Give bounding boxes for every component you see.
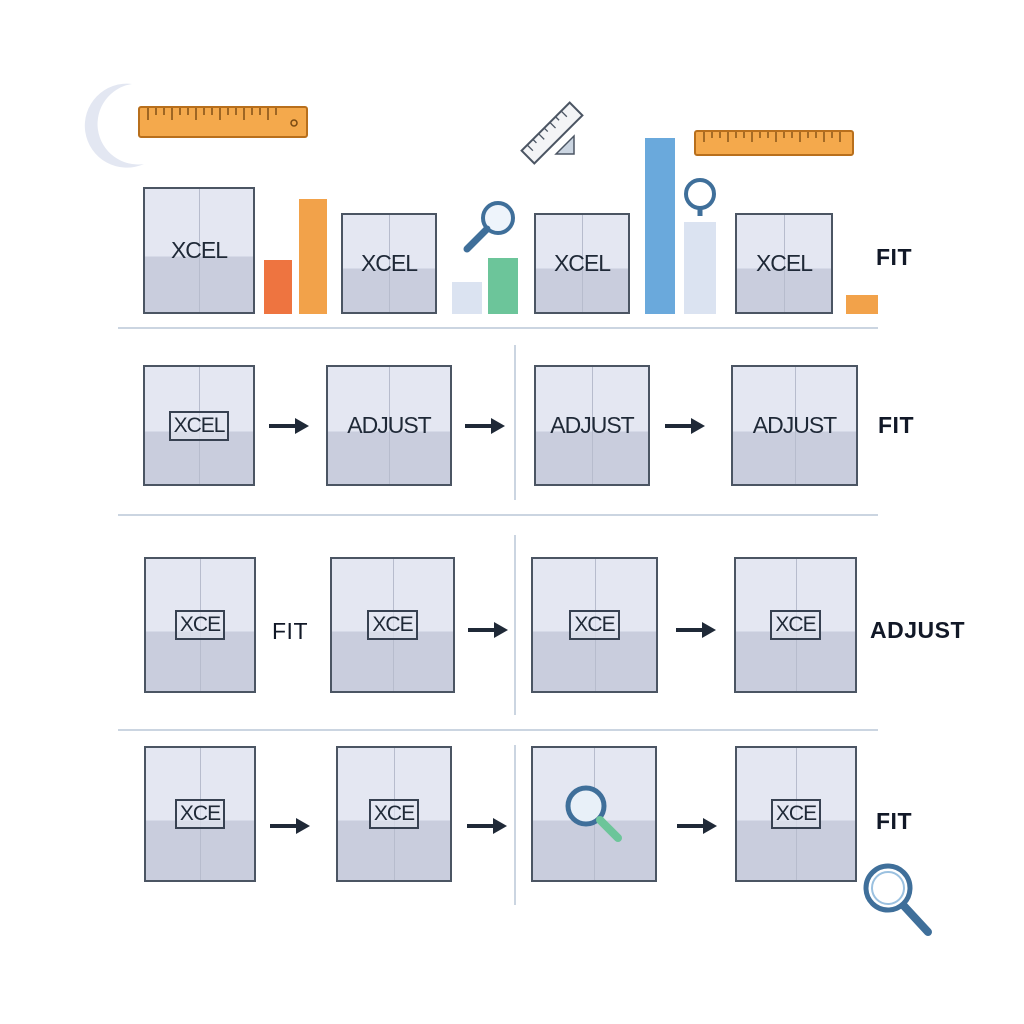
- xce-cell: XCE: [330, 557, 455, 693]
- arrow-icon: [270, 818, 310, 834]
- xcel-cell: XCEL: [341, 213, 437, 314]
- xce-cell: XCE: [144, 746, 256, 882]
- cell-label: ADJUST: [347, 412, 431, 438]
- bar-pale-blue: [684, 222, 716, 314]
- xce-cell: XCE: [734, 557, 857, 693]
- fit-label: FIT: [876, 244, 912, 270]
- cell-label: XCEL: [553, 250, 611, 276]
- adjust-label: ADJUST: [870, 617, 966, 643]
- bar-blue: [645, 138, 675, 314]
- magnifier-cell: [531, 746, 657, 882]
- adjust-cell: ADJUST: [731, 365, 858, 486]
- crescent-icon: [84, 83, 144, 168]
- cell-label: XCE: [368, 799, 420, 829]
- xcel-cell: XCEL: [735, 213, 833, 314]
- ruler-icon: [694, 130, 854, 156]
- cell-label: XCE: [770, 610, 821, 640]
- xce-cell: XCE: [531, 557, 658, 693]
- bar-orange: [299, 199, 327, 314]
- cell-label: XCE: [770, 799, 822, 829]
- adjust-cell: ADJUST: [534, 365, 650, 486]
- column-divider: [514, 745, 516, 905]
- cell-label: ADJUST: [550, 412, 634, 438]
- row-divider: [118, 327, 878, 329]
- arrow-icon: [665, 418, 705, 434]
- arrow-icon: [676, 622, 716, 638]
- fit-label: FIT: [876, 808, 912, 834]
- cell-label: XCE: [174, 799, 226, 829]
- magnifier-icon: [684, 178, 716, 216]
- arrow-icon: [677, 818, 717, 834]
- xce-cell: XCE: [336, 746, 452, 882]
- row-divider: [118, 729, 878, 731]
- cell-label: XCE: [367, 610, 418, 640]
- cell-label: XCE: [569, 610, 620, 640]
- cell-label: XCEL: [755, 250, 813, 276]
- bar-orange-small: [846, 295, 878, 314]
- magnifier-icon: [863, 863, 932, 936]
- fit-label: FIT: [878, 412, 914, 438]
- cell-label: XCEL: [170, 237, 228, 263]
- bar-red-orange: [264, 260, 292, 314]
- ruler-icon: [138, 106, 308, 138]
- arrow-icon: [467, 818, 507, 834]
- cell-label: XCEL: [168, 410, 230, 441]
- arrow-icon: [468, 622, 508, 638]
- fit-label: FIT: [272, 618, 308, 644]
- adjust-cell: ADJUST: [326, 365, 452, 486]
- magnifier-icon: [565, 785, 622, 842]
- xcel-cell: XCEL: [143, 365, 255, 486]
- bar-pale-blue: [452, 282, 482, 314]
- arrow-icon: [465, 418, 505, 434]
- column-divider: [514, 535, 516, 715]
- bar-green: [488, 258, 518, 314]
- xcel-cell: XCEL: [534, 213, 630, 314]
- arrow-icon: [269, 418, 309, 434]
- cell-label: XCEL: [360, 250, 418, 276]
- magnifier-icon: [463, 201, 515, 253]
- xce-cell: XCE: [735, 746, 857, 882]
- xce-cell: XCE: [144, 557, 256, 693]
- triangle-ruler-icon: [520, 101, 584, 165]
- column-divider: [514, 345, 516, 500]
- cell-label: XCE: [174, 610, 226, 640]
- xcel-cell: XCEL: [143, 187, 255, 314]
- cell-label: ADJUST: [752, 412, 837, 438]
- row-divider: [118, 514, 878, 516]
